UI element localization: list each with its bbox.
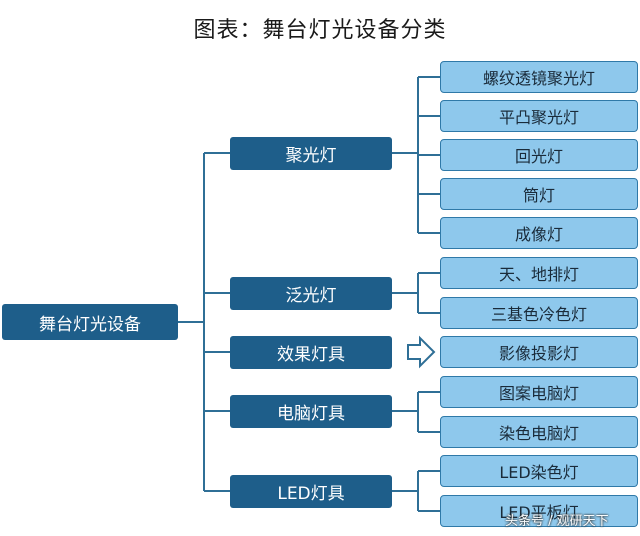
item-box: 三基色冷色灯 [440,297,638,329]
item-box: 筒灯 [440,178,638,210]
watermark: 头条号 / 观研天下 [505,514,609,529]
category-box: 聚光灯 [230,137,392,170]
category-box: 电脑灯具 [230,395,392,428]
item-box: 螺纹透镜聚光灯 [440,61,638,93]
root-node: 舞台灯光设备 [2,304,178,340]
item-box: LED染色灯 [440,455,638,487]
bracket-LED灯具 [392,470,440,512]
arrow-icon [407,335,436,369]
item-box: 回光灯 [440,139,638,171]
item-box: 影像投影灯 [440,336,638,368]
category-box: 泛光灯 [230,277,392,310]
bracket-电脑灯具 [392,391,440,433]
item-box: LED平板灯 [440,495,638,527]
item-box: 平凸聚光灯 [440,100,638,132]
item-box: 图案电脑灯 [440,376,638,408]
category-box: 效果灯具 [230,336,392,369]
root-bracket [178,152,230,492]
item-box: 天、地排灯 [440,257,638,289]
bracket-聚光灯 [392,76,440,234]
category-box: LED灯具 [230,475,392,508]
bracket-泛光灯 [392,272,440,314]
item-box: 成像灯 [440,217,638,249]
item-box: 染色电脑灯 [440,416,638,448]
diagram-title: 图表：舞台灯光设备分类 [193,18,447,43]
